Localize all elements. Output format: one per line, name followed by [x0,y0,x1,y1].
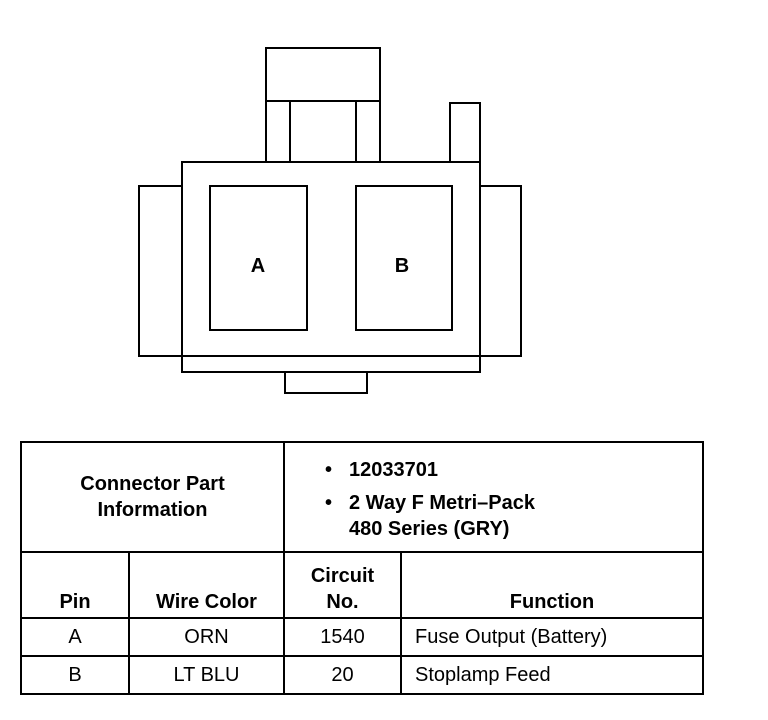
part-info-label-line1: Connector Part [80,473,225,495]
wire-color-cell: ORN [128,617,285,657]
column-header-wire-color: Wire Color [128,551,285,619]
column-header-circuit-line2: No. [326,591,359,613]
list-item: • 2 Way F Metri–Pack 480 Series (GRY) [325,490,702,542]
cavity-a-label: A [251,255,265,277]
pin-cell: B [20,655,130,695]
circuit-cell: 20 [283,655,402,695]
column-header-circuit-line1: Circuit [310,565,375,587]
pin-cell: A [20,617,130,657]
connector-body [181,161,481,373]
function-cell: Stoplamp Feed [399,655,705,695]
cavity-a [209,185,308,331]
function-cell: Fuse Output (Battery) [399,617,705,657]
part-info-row: Connector Part Information • 12033701 • … [20,441,705,553]
list-item: • 12033701 [325,457,702,483]
part-number: 12033701 [349,459,438,481]
connector-type-line1: 2 Way F Metri–Pack [349,492,536,514]
bullet-icon: • [325,459,333,481]
connector-info-table: Connector Part Information • 12033701 • … [20,441,705,695]
part-info-list: • 12033701 • 2 Way F Metri–Pack 480 Seri… [325,457,702,542]
table-row: B LT BLU 20 Stoplamp Feed [20,655,705,695]
header-row: Pin Wire Color Circuit No. Function [20,551,705,619]
part-info-label: Connector Part Information [20,441,285,553]
right-wing [479,185,522,357]
connector-type-line2: 480 Series (GRY) [349,518,510,540]
part-info-details: • 12033701 • 2 Way F Metri–Pack 480 Seri… [282,441,705,553]
circuit-cell: 1540 [283,617,402,657]
key-tab [449,102,481,163]
table-row: A ORN 1540 Fuse Output (Battery) [20,617,705,657]
left-wing [138,185,183,357]
bullet-icon: • [325,492,333,514]
column-header-circuit: Circuit No. [283,551,402,619]
column-header-function: Function [399,551,705,619]
connector-face-diagram: A B [138,47,522,394]
wire-color-cell: LT BLU [128,655,285,695]
bottom-tab [284,371,368,394]
cavity-b-label: B [395,255,409,277]
column-header-pin: Pin [20,551,130,619]
cavity-b [355,185,453,331]
top-latch [265,47,381,163]
part-info-label-line2: Information [97,499,208,521]
